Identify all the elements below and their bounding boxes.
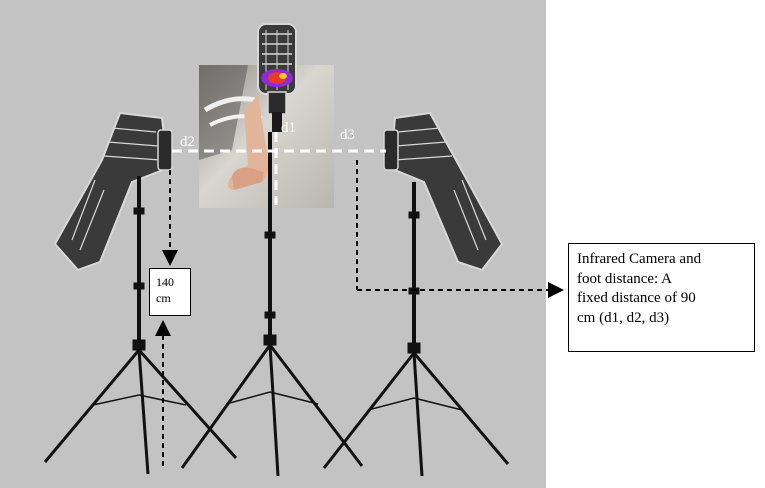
callout-connector <box>356 160 564 298</box>
tripod-center <box>180 132 364 477</box>
distance-callout-box: Infrared Camera and foot distance: A fix… <box>568 243 755 352</box>
height-label-box: 140 cm <box>149 268 191 316</box>
label-d1: d1 <box>281 120 296 136</box>
infrared-camera-left <box>53 111 173 272</box>
distance-lines <box>172 132 386 205</box>
label-d3: d3 <box>340 127 355 143</box>
callout-line-2: foot distance: A <box>577 270 672 287</box>
tripod-left <box>43 176 238 475</box>
callout-line-1: Infrared Camera and <box>577 251 702 267</box>
height-arrows <box>155 170 178 466</box>
callout-line-3: fixed distance of 90 <box>577 290 696 306</box>
tripod-right <box>322 182 510 477</box>
callout-line-4: cm (d1, d2, d3) <box>577 309 670 326</box>
infrared-camera-center <box>257 23 297 132</box>
infrared-camera-right <box>383 111 504 272</box>
height-value: 140 <box>156 275 174 289</box>
label-d2: d2 <box>180 134 195 150</box>
height-unit: cm <box>156 291 171 306</box>
